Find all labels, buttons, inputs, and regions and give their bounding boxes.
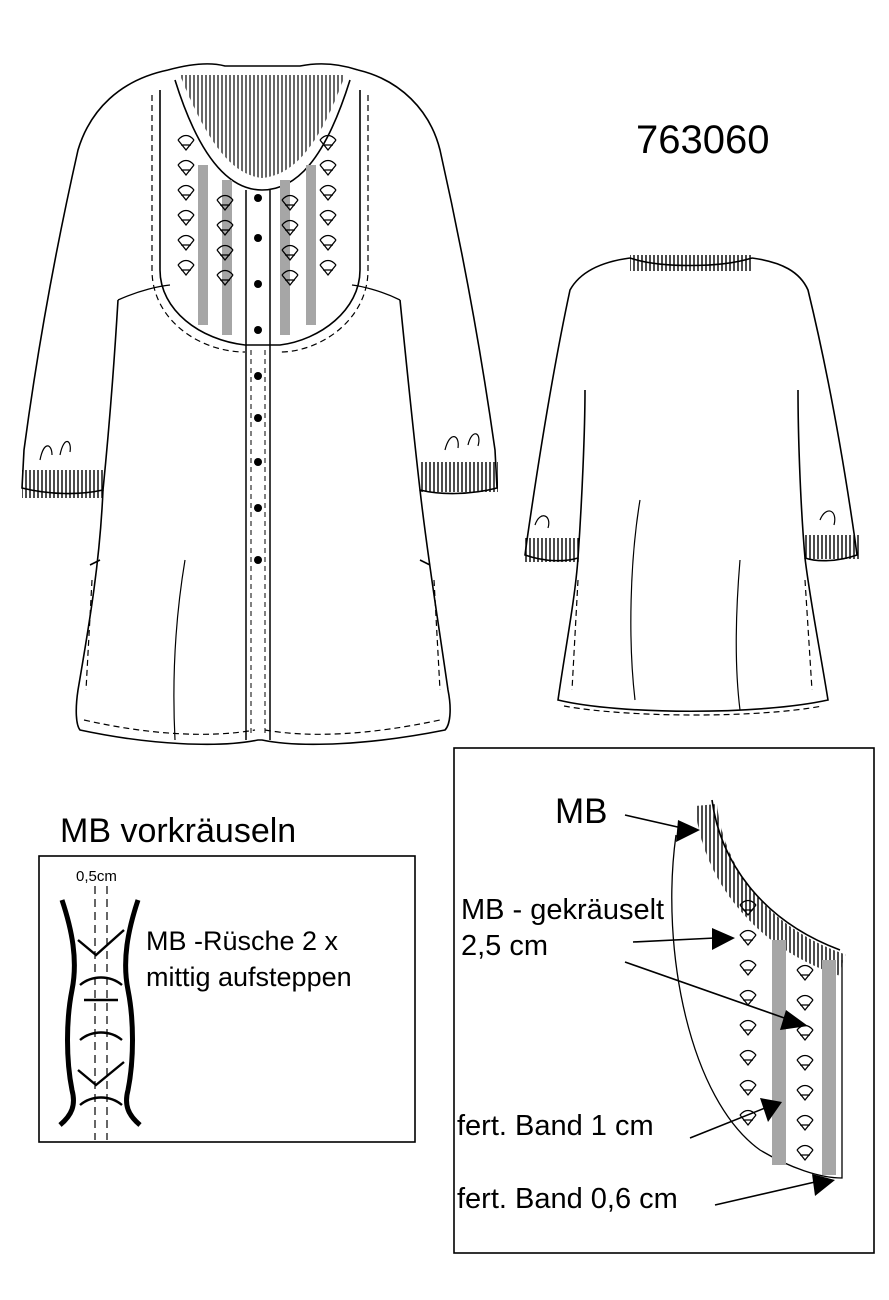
gathered-label-line1: MB - gekräuselt bbox=[461, 894, 665, 926]
front-view bbox=[21, 63, 498, 746]
front-right-sleeve bbox=[357, 69, 498, 495]
model-number: 763060 bbox=[636, 118, 770, 162]
seam-width-label: 0,5cm bbox=[76, 868, 117, 885]
arrow-heads bbox=[676, 820, 835, 1196]
front-buttons bbox=[254, 194, 262, 564]
ruffle-instruction-line2: mittig aufsteppen bbox=[146, 962, 352, 992]
gathered-label-line2: 2,5 cm bbox=[461, 930, 549, 962]
ruffle-detail-title: MB vorkräuseln bbox=[60, 812, 297, 850]
front-placket bbox=[245, 190, 271, 740]
leader-lines bbox=[624, 814, 816, 1206]
band-1cm-label: fert. Band 1 cm bbox=[457, 1110, 654, 1142]
ruffle-instruction-line1: MB -Rüsche 2 x bbox=[146, 926, 339, 956]
front-left-sleeve bbox=[21, 69, 169, 495]
neckline-detail-box bbox=[453, 747, 875, 1254]
front-body-outline bbox=[75, 489, 451, 746]
ruffle-detail-box bbox=[38, 855, 416, 1143]
front-bib bbox=[159, 90, 361, 346]
band-06cm-label: fert. Band 0,6 cm bbox=[457, 1183, 678, 1215]
back-view bbox=[524, 255, 860, 716]
mb-label: MB bbox=[555, 792, 608, 831]
